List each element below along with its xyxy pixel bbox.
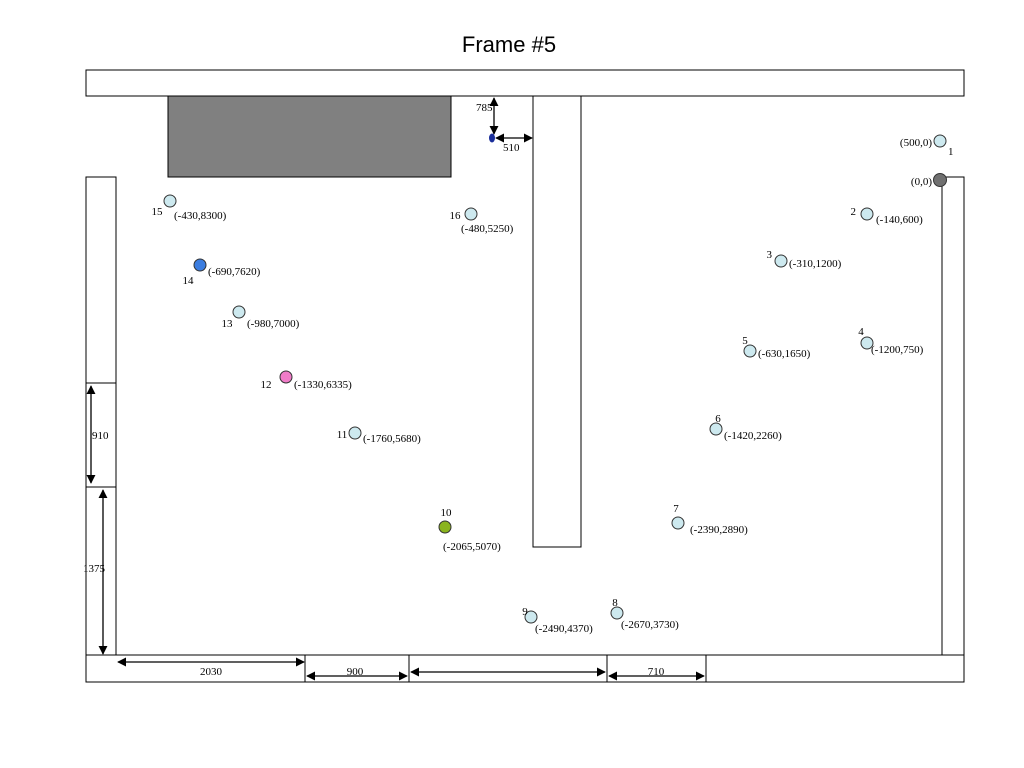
point-12: 12 (-1330,6335): [261, 370, 352, 391]
point-id-label-16: 16: [450, 210, 462, 222]
point-coord-label-6: (-1420,2260): [724, 430, 782, 442]
point-coord-label-8: (-2670,3730): [621, 619, 679, 631]
point-marker-4: [860, 336, 874, 350]
point-marker-16: [464, 207, 478, 221]
point-coord-label-12: (-1330,6335): [294, 379, 352, 391]
point-id-label-11: 11: [337, 429, 348, 441]
point-id-label-4: 4: [858, 326, 864, 338]
point-coord-label-14: (-690,7620): [208, 266, 261, 278]
point-marker-8: [610, 606, 624, 620]
point-8: 8(-2670,3730): [610, 597, 679, 631]
point-marker-10: [438, 520, 452, 534]
dimension-label-2030: 2030: [200, 666, 223, 678]
point-coord-label-16: (-480,5250): [461, 223, 514, 235]
dimension-label-910: 910: [92, 430, 109, 442]
point-4: 4 (-1200,750): [858, 326, 923, 356]
point-11: 11 (-1760,5680): [337, 426, 421, 445]
point-coord-label-2: (-140,600): [876, 214, 923, 226]
point-coord-label-9: (-2490,4370): [535, 623, 593, 635]
point-marker-5: [743, 344, 757, 358]
point-15: 15 (-430,8300): [152, 194, 227, 222]
point-id-label-10: 10: [441, 507, 453, 519]
point-13: 13 (-980,7000): [222, 305, 300, 330]
dimension-label-510: 510: [503, 142, 520, 154]
point-id-label-7: 7: [673, 503, 679, 515]
dimension-label-785: 785: [476, 102, 493, 114]
point-marker-6: [709, 422, 723, 436]
point-marker-11: [348, 426, 362, 440]
point-9: 9 (-2490,4370): [522, 606, 593, 635]
point-coord-label-15: (-430,8300): [174, 210, 227, 222]
point-5: 5 (-630,1650): [742, 335, 810, 360]
point-marker-1: [933, 134, 947, 148]
point-id-label-13: 13: [222, 318, 234, 330]
dimension-label-900: 900: [347, 666, 364, 678]
point-coord-label-7: (-2390,2890): [690, 524, 748, 536]
shaded-block: [167, 95, 452, 178]
point-id-label-2: 2: [851, 206, 857, 218]
point-marker-14: [193, 258, 207, 272]
point-id-label-6: 6: [715, 413, 721, 425]
points-layer: 1 (500,0) (0,0) 2 (-140,600) 3 (-310,1200) 4 (-1…: [152, 134, 954, 635]
point-marker-12: [279, 370, 293, 384]
point-6: 6(-1420,2260): [709, 413, 782, 442]
point-coord-label-5: (-630,1650): [758, 348, 811, 360]
point-coord-label-1: (500,0): [900, 137, 932, 149]
point-2: 2 (-140,600): [851, 206, 924, 226]
point-marker-15: [163, 194, 177, 208]
point-coord-label-11: (-1760,5680): [363, 433, 421, 445]
point-coord-label-10: (-2065,5070): [443, 541, 501, 553]
point-id-label-1: 1: [948, 146, 954, 158]
point-coord-label-13: (-980,7000): [247, 318, 300, 330]
point-marker-9: [524, 610, 538, 624]
point-coord-label-3: (-310,1200): [789, 258, 842, 270]
point-marker-3: [774, 254, 788, 268]
small-marker: [489, 133, 495, 143]
point-10: 10 (-2065,5070): [438, 507, 501, 553]
point-id-label-8: 8: [612, 597, 618, 609]
point-coord-label-origin: (0,0): [911, 176, 932, 188]
center-partition: [532, 95, 582, 548]
point-id-label-14: 14: [183, 275, 195, 287]
dimension-label-1375: 1375: [83, 563, 106, 575]
point-marker-origin: [933, 173, 947, 187]
point-3: 3 (-310,1200): [767, 249, 842, 270]
point-id-label-15: 15: [152, 206, 164, 218]
point-marker-7: [671, 516, 685, 530]
point-coord-label-4: (-1200,750): [871, 344, 924, 356]
dimension-label-710: 710: [648, 666, 665, 678]
frame-title: Frame #5: [462, 32, 556, 57]
point-14: 14 (-690,7620): [183, 258, 261, 287]
point-marker-2: [860, 207, 874, 221]
point-1: 1 (500,0): [900, 134, 954, 158]
point-marker-13: [232, 305, 246, 319]
point-id-label-5: 5: [742, 335, 748, 347]
point-id-label-9: 9: [522, 606, 528, 618]
right-wall: [941, 176, 965, 656]
point-7: 7 (-2390,2890): [671, 503, 748, 536]
point-origin: (0,0): [911, 173, 947, 188]
point-id-label-12: 12: [261, 379, 272, 391]
top-wall: [85, 69, 965, 97]
point-16: 16(-480,5250): [450, 207, 514, 235]
point-id-label-3: 3: [767, 249, 773, 261]
